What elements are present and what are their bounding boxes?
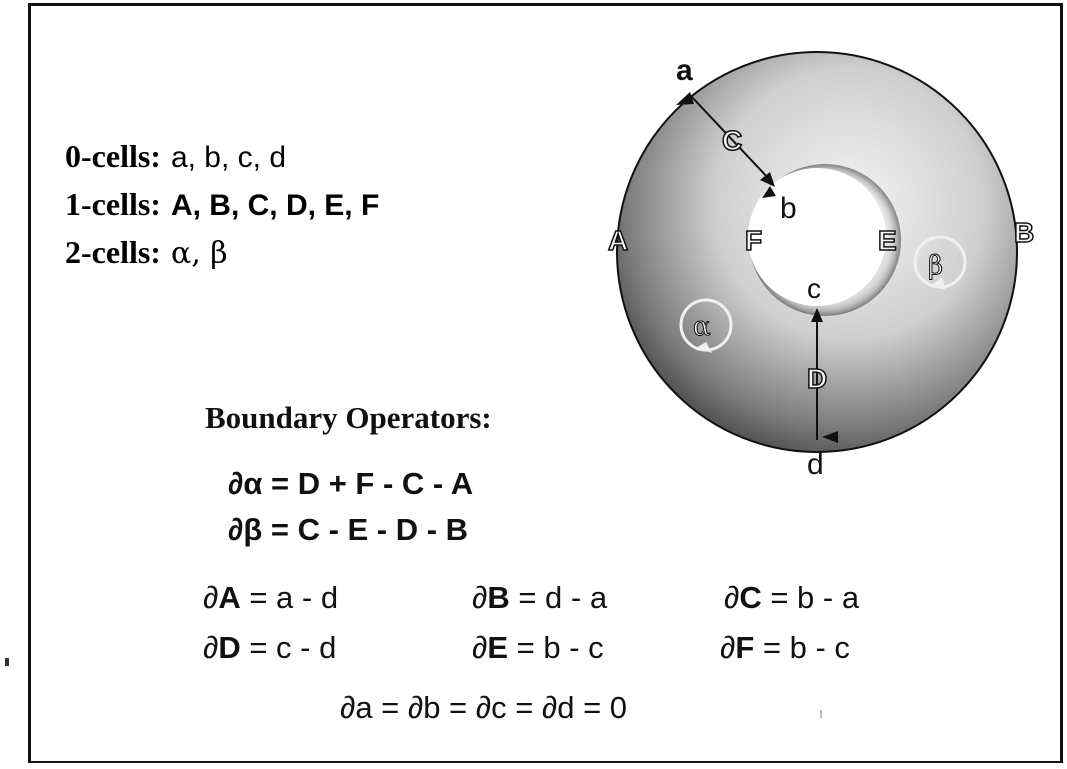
- zero-cells-value: a, b, c, d: [170, 141, 287, 174]
- vertex-b-label: b: [780, 192, 797, 225]
- vertex-a-label: a: [676, 54, 693, 87]
- one-cells-value: A, B, C, D, E, F: [170, 189, 380, 222]
- one-cells-row: 1-cells: A, B, C, D, E, F: [65, 188, 379, 221]
- edge-boundary-F: ∂F = b - c: [720, 630, 850, 666]
- one-cells-label: 1-cells:: [65, 186, 161, 222]
- edge-boundary-A: ∂A = a - d: [203, 580, 338, 616]
- annulus-hole: [748, 168, 886, 306]
- edge-boundary-E: ∂E = b - c: [472, 630, 604, 666]
- face-beta-label: β: [928, 251, 943, 281]
- slide-frame: [28, 3, 1063, 763]
- vertex-boundary-equation: ∂a = ∂b = ∂c = ∂d = 0: [340, 690, 627, 726]
- edge-F-arrowhead: [762, 186, 776, 198]
- alpha-boundary-equation: ∂α = D + F - C - A: [228, 466, 474, 501]
- face-beta-arrow-icon: [930, 278, 946, 290]
- edge-D-arrowhead: [811, 308, 823, 322]
- two-cells-row: 2-cells: α, β: [65, 236, 228, 269]
- zero-cells-label: 0-cells:: [65, 138, 161, 174]
- scan-speck: [820, 710, 822, 718]
- beta-boundary-equation: ∂β = C - E - D - B: [228, 512, 469, 547]
- edge-name: F: [735, 630, 755, 665]
- partial-symbol: ∂: [720, 630, 736, 665]
- edge-B-label: B: [1014, 217, 1034, 248]
- vertex-boundary-text: ∂a = ∂b = ∂c = ∂d = 0: [340, 690, 628, 725]
- partial-symbol: ∂: [472, 630, 488, 665]
- edge-F-label: F: [745, 225, 762, 256]
- zero-cells-row: 0-cells: a, b, c, d: [65, 140, 286, 173]
- face-alpha-label: α: [693, 312, 711, 342]
- two-cells-label: 2-cells:: [65, 234, 161, 270]
- vertex-d-label: d: [807, 448, 824, 481]
- partial-symbol: ∂: [203, 580, 219, 615]
- edge-D-label: D: [807, 363, 827, 394]
- edge-boundary-D: ∂D = c - d: [203, 630, 336, 666]
- edge-A-arrowhead: [676, 92, 694, 105]
- edge-boundary-value: = d - a: [509, 580, 608, 615]
- edge-boundary-value: = b - c: [508, 630, 604, 665]
- edge-name: B: [487, 580, 510, 615]
- edge-name: C: [739, 580, 762, 615]
- edge-C-line: [689, 94, 771, 181]
- edge-C-label: C: [722, 125, 742, 156]
- edge-name: E: [487, 630, 509, 665]
- partial-symbol: ∂: [203, 630, 219, 665]
- edge-boundary-C: ∂C = b - a: [724, 580, 859, 616]
- margin-mark: [5, 658, 9, 666]
- edge-A-label: A: [608, 225, 628, 256]
- edge-boundary-B: ∂B = d - a: [472, 580, 607, 616]
- face-alpha-arrow-icon: [696, 342, 712, 353]
- edge-B-arrowhead: [822, 431, 838, 443]
- edge-boundary-value: = b - a: [761, 580, 860, 615]
- partial-symbol: ∂: [724, 580, 740, 615]
- vertex-c-label: c: [807, 273, 821, 304]
- edge-name: D: [218, 630, 241, 665]
- two-cells-value: α, β: [170, 236, 228, 271]
- slide-frame-bottom: [28, 761, 1063, 763]
- annulus-diagram: a b c d A B C D E F α β: [607, 51, 1035, 481]
- edge-E-label: E: [878, 225, 897, 256]
- edge-name: A: [218, 580, 241, 615]
- edge-boundary-value: = b - c: [754, 630, 850, 665]
- edge-boundary-value: = c - d: [240, 630, 337, 665]
- edge-C-arrowhead: [760, 172, 775, 187]
- boundary-operators-title: Boundary Operators:: [205, 400, 492, 435]
- partial-symbol: ∂: [472, 580, 488, 615]
- annulus-outer-rim: [616, 51, 1018, 453]
- edge-boundary-value: = a - d: [240, 580, 339, 615]
